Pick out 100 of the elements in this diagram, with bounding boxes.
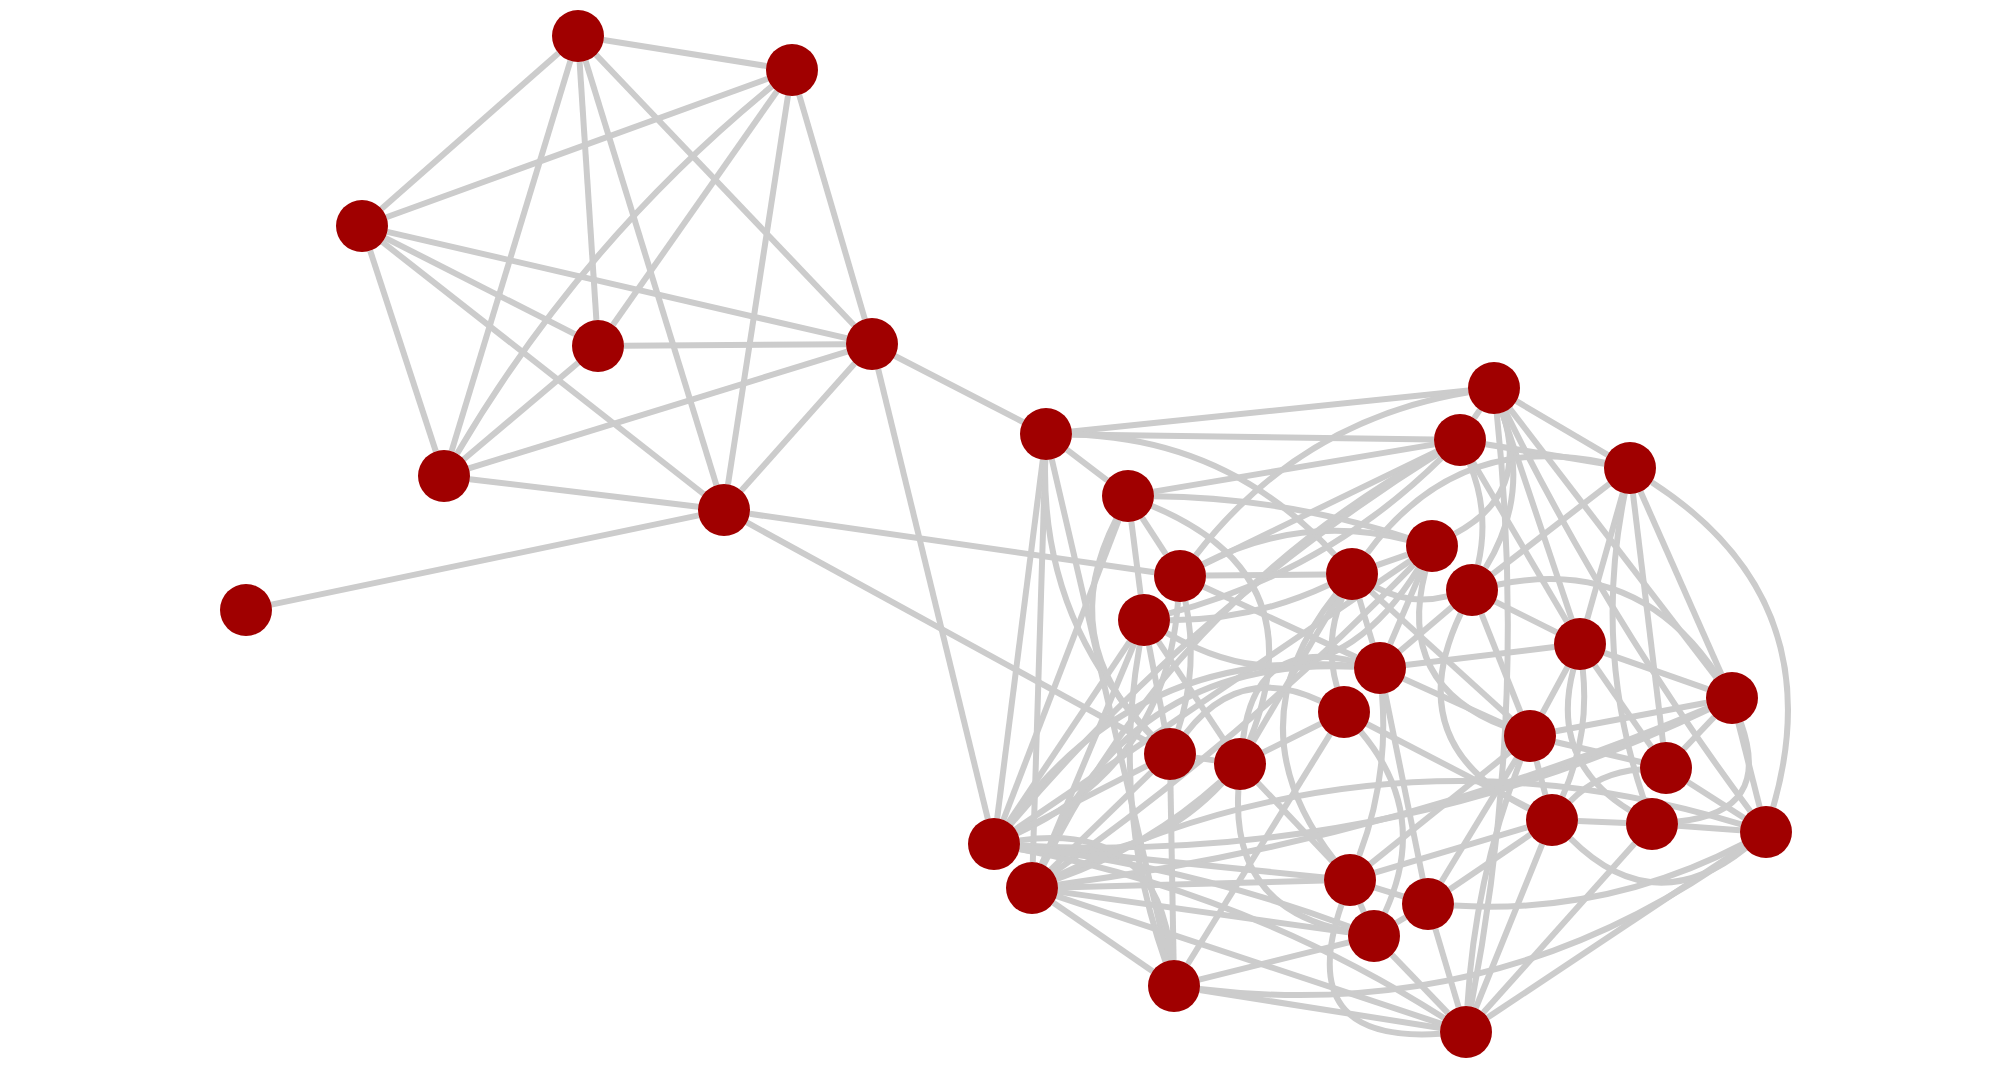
edge-line [796,94,868,320]
edge-line [1507,406,1719,680]
edge-line [1468,413,1511,1007]
edge-line [448,59,574,453]
edge-line [1202,448,1438,568]
edge-line [1375,551,1409,569]
edge-line [461,360,581,462]
edge-line [1603,649,1709,693]
edge-line [1235,789,1350,935]
edge-line [1128,521,1144,595]
edge-line [610,89,780,327]
edge-line [1048,458,1172,962]
edge-line [1478,613,1524,713]
edge-line [1681,714,1717,752]
edge-line [1650,479,1791,808]
edge-line [1139,516,1169,556]
edge-line [576,61,600,321]
edge-line [1150,503,1272,741]
edge-line [1000,519,1122,821]
edge-line [1054,778,1742,880]
edge-line [749,510,1155,576]
edge-line [1374,824,1528,876]
network-node [1214,738,1266,790]
edge-line [1153,493,1409,541]
network-node [220,584,272,636]
network-node [572,320,624,372]
edge-line [1019,706,1710,851]
edge-line [380,239,706,497]
edge-line [875,368,991,820]
edge-line [1261,720,1323,756]
network-node [1468,362,1520,414]
edge-line [1447,832,1533,892]
edge-line [454,84,774,456]
network-node [1706,672,1758,724]
edge-line [1280,592,1339,862]
edge-line [1071,387,1469,435]
edge-line [1185,732,1333,966]
edge-line [367,249,439,453]
edge-line [1057,705,1710,888]
network-node [1118,594,1170,646]
edge-line [1686,779,1746,821]
edge-line [469,476,699,510]
edge-line [1389,952,1451,1016]
edge-line [1471,408,1483,420]
edge-line [1071,431,1435,443]
edge-line [379,50,561,212]
edge-line [1255,780,1335,864]
edge-line [1326,903,1441,1038]
edge-line [1496,576,1721,678]
network-node [1434,414,1486,466]
edge-line [1013,558,1413,832]
edge-line [1735,722,1763,808]
network-node [1504,710,1556,762]
edge-line [1167,779,1177,961]
edge-line [1677,721,1752,825]
edge-line [1402,676,1508,728]
edge-line [994,459,1046,819]
edge-line [1493,598,1559,636]
network-node [1324,854,1376,906]
edge-line [1175,600,1194,731]
network-node [1102,470,1154,522]
edge-line [1677,822,1741,834]
edge-line [1195,754,1215,764]
edge-line [1559,669,1588,798]
edge-line [1533,760,1549,796]
edge-line [1016,601,1181,836]
edge-line [1397,604,1455,654]
network-node [1626,798,1678,850]
edge-line [1057,888,1349,936]
network-node [1446,564,1498,616]
network-node [968,818,1020,870]
edge-line [386,228,848,342]
edge-line [1416,570,1507,730]
edge-line [467,348,849,472]
edge-line [1155,639,1229,745]
edge-line [623,341,847,349]
edge-line [1055,893,1443,1027]
edge-line [1199,987,1441,1031]
network-node [1604,442,1656,494]
edge-line [1630,493,1666,743]
edge-line [1555,699,1707,735]
edge-line [1240,653,1356,739]
edge-line [1006,661,1355,825]
edge-line [1464,759,1524,1007]
edge-line [1365,453,1606,555]
edge-line [1554,739,1642,765]
network-node [1554,618,1606,670]
edge-line [1165,566,1421,669]
edge-line [1039,663,1355,866]
network-node [336,200,388,252]
edge-line [1146,645,1168,729]
edge-line [1057,877,1325,891]
network-node [1318,686,1370,738]
edge-line [1568,766,1641,804]
edge-line [1490,481,1612,577]
edge-line [1405,644,1555,668]
edge-line [1126,645,1169,963]
edge-line [582,59,720,487]
network-node [698,484,750,536]
network-node [1326,548,1378,600]
